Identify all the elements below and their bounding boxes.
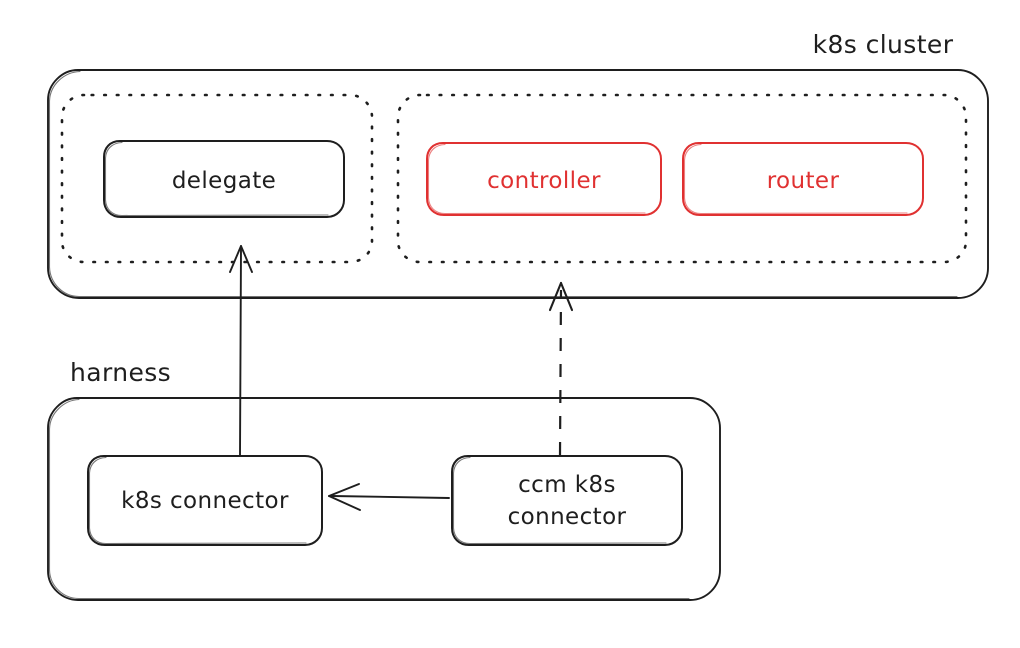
group-harness-border[interactable] — [47, 397, 721, 601]
group-label-harness: harness — [70, 358, 172, 387]
node-delegate-shape[interactable] — [103, 140, 345, 218]
node-label-k8s-connector: k8s connector — [121, 488, 289, 514]
node-label-router: router — [766, 168, 840, 194]
edge-ccm-connector-to-controller[interactable] — [548, 281, 574, 456]
edge-ccm-connector-to-k8s-connector[interactable] — [328, 483, 450, 511]
group-label-k8s-cluster: k8s cluster — [812, 30, 954, 59]
edge-k8s-connector-to-delegate[interactable] — [229, 245, 253, 456]
group-cluster-left-zone-border[interactable] — [60, 93, 374, 264]
node-controller-shape[interactable] — [426, 142, 662, 216]
node-label-controller: controller — [487, 168, 601, 194]
node-label-delegate: delegate — [171, 168, 277, 194]
group-cluster-right-zone-border[interactable] — [396, 93, 968, 264]
node-ccm-k8s-connector-shape[interactable] — [451, 455, 683, 546]
node-k8s-connector-shape[interactable] — [87, 455, 323, 546]
group-k8s-cluster-border[interactable] — [47, 69, 989, 299]
node-label-ccm-connector-line1: ccm k8s — [518, 472, 616, 498]
node-label-ccm-connector-line2: connector — [507, 504, 627, 530]
node-router-shape[interactable] — [682, 142, 924, 216]
